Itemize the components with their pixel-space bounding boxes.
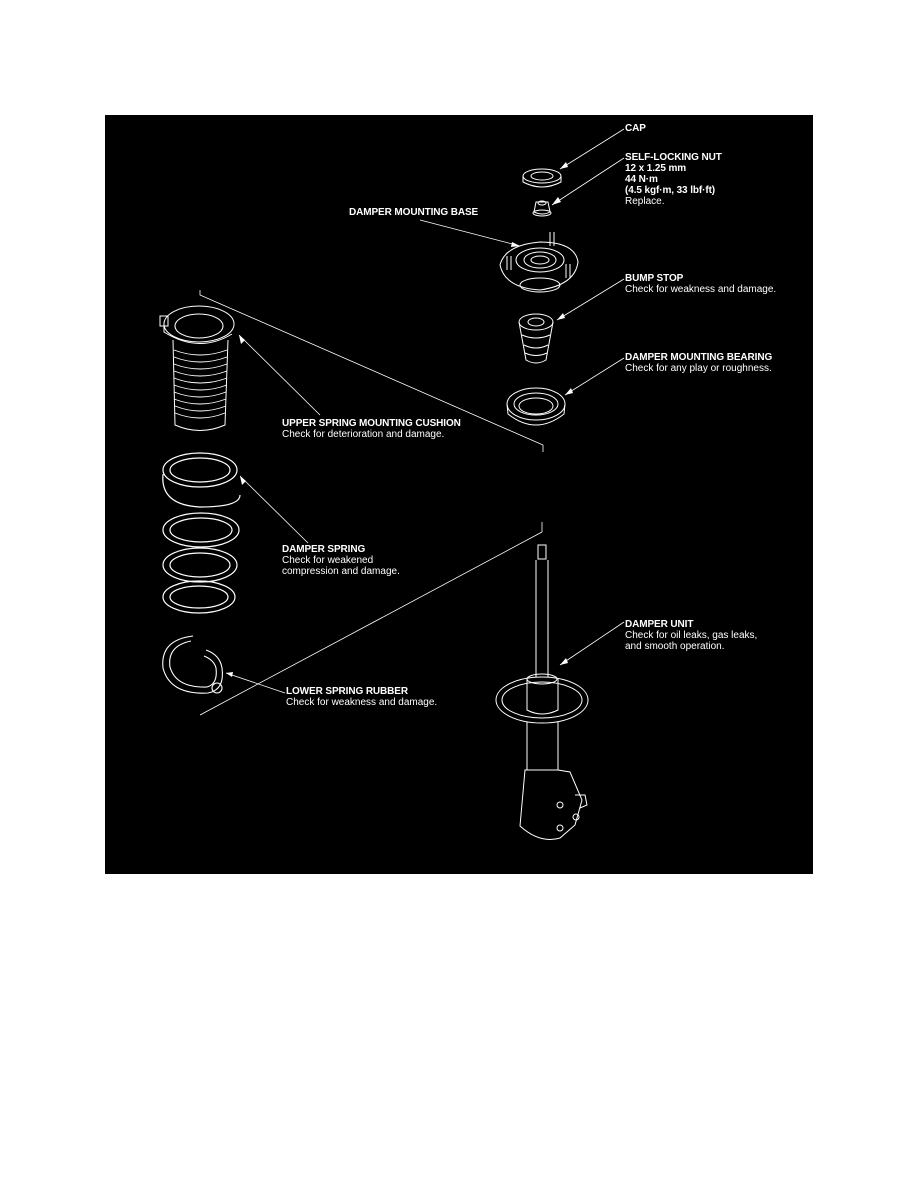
upper-spring-mounting-cushion-part xyxy=(159,305,235,431)
callout-self-locking-nut: SELF-LOCKING NUT 12 x 1.25 mm 44 N·m (4.… xyxy=(625,152,722,207)
callout-note-line-1: Check for oil leaks, gas leaks, xyxy=(625,630,758,641)
arrow-heads xyxy=(226,162,573,677)
callout-title: DAMPER UNIT xyxy=(625,619,694,630)
callout-title: UPPER SPRING MOUNTING CUSHION xyxy=(282,418,461,429)
leader-lines xyxy=(225,128,625,694)
construction-lines xyxy=(199,290,544,716)
callout-note-line-2: compression and damage. xyxy=(282,566,400,577)
callout-note: Check for weakness and damage. xyxy=(286,697,438,708)
callout-note-line-2: and smooth operation. xyxy=(625,641,725,652)
callout-damper-mounting-base: DAMPER MOUNTING BASE xyxy=(349,207,478,218)
callout-note-line-1: Check for weakened xyxy=(282,555,374,566)
damper-mounting-base-part xyxy=(499,232,579,293)
torque-spec-alt-units: (4.5 kgf·m, 33 lbf·ft) xyxy=(625,185,716,196)
damper-mounting-bearing-part xyxy=(506,387,566,426)
thread-spec: 12 x 1.25 mm xyxy=(625,163,687,174)
callout-title: DAMPER MOUNTING BEARING xyxy=(625,352,773,363)
callout-note: Check for deterioration and damage. xyxy=(282,429,445,440)
bump-stop-part xyxy=(518,313,554,364)
callout-note: Check for any play or roughness. xyxy=(625,363,772,374)
callout-title: DAMPER MOUNTING BASE xyxy=(349,207,479,218)
callout-note: Replace. xyxy=(625,196,665,207)
callout-note: Check for weakness and damage. xyxy=(625,284,777,295)
callout-cap: CAP xyxy=(625,123,646,134)
self-locking-nut-part xyxy=(532,200,552,217)
callout-damper-mounting-bearing: DAMPER MOUNTING BEARING Check for any pl… xyxy=(625,352,772,374)
callout-title: BUMP STOP xyxy=(625,273,684,284)
callout-title: LOWER SPRING RUBBER xyxy=(286,686,408,697)
callout-title: DAMPER SPRING xyxy=(282,544,366,555)
callout-title: SELF-LOCKING NUT xyxy=(625,152,722,163)
torque-spec: 44 N·m xyxy=(625,174,658,185)
lower-spring-rubber-part xyxy=(162,635,223,694)
callout-upper-spring-mounting-cushion: UPPER SPRING MOUNTING CUSHION Check for … xyxy=(282,418,461,440)
callout-title: CAP xyxy=(625,123,646,134)
damper-spring-part xyxy=(162,452,241,614)
callout-damper-spring: DAMPER SPRING Check for weakened compres… xyxy=(282,544,400,577)
callout-damper-unit: DAMPER UNIT Check for oil leaks, gas lea… xyxy=(625,619,757,652)
callout-lower-spring-rubber: LOWER SPRING RUBBER Check for weakness a… xyxy=(286,686,437,708)
callout-bump-stop: BUMP STOP Check for weakness and damage. xyxy=(625,273,776,295)
cap-part xyxy=(522,168,562,188)
diagram-panel xyxy=(105,115,813,874)
damper-unit-part xyxy=(495,544,589,840)
